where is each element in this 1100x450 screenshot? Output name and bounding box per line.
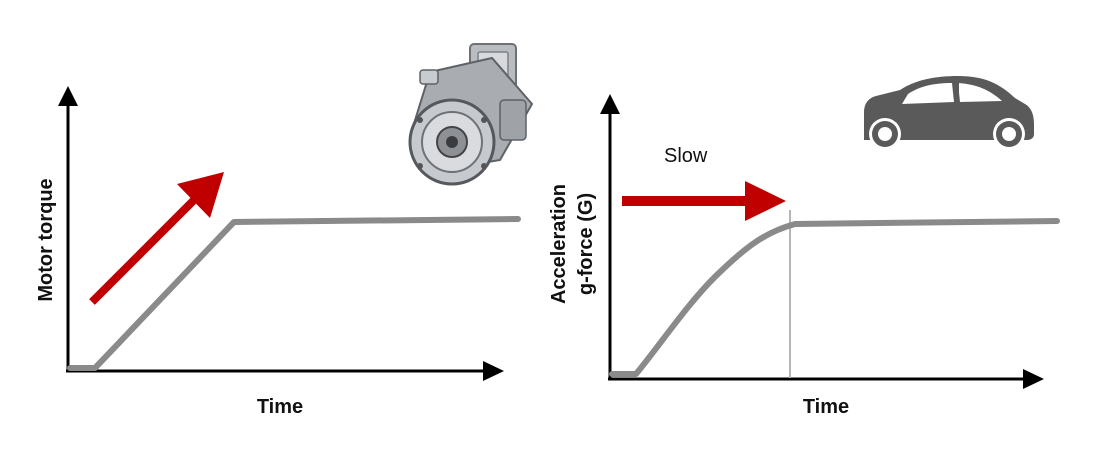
right-chart: Slow Acceleration g-force (G) Time [548, 94, 1060, 418]
motor-torque-curve [67, 216, 521, 371]
slow-annotation: Slow [664, 145, 708, 167]
left-chart: Motor torque Time [35, 86, 521, 418]
right-x-axis-label: Time [803, 396, 849, 418]
right-y-axis-arrowhead [600, 94, 620, 114]
right-y-axis-label-line2: g-force (G) [575, 193, 597, 295]
torque-increase-arrowhead [177, 172, 224, 218]
left-x-axis-arrowhead [483, 361, 504, 381]
car-icon [864, 76, 1034, 150]
left-y-axis-label: Motor torque [35, 178, 57, 301]
torque-increase-arrow-shaft [89, 195, 199, 305]
right-x-axis-arrowhead [1023, 369, 1044, 389]
right-y-axis-label-line1: Acceleration [548, 184, 570, 304]
left-y-axis-arrowhead [58, 86, 78, 106]
slow-response-arrowhead [745, 181, 786, 221]
acceleration-curve [609, 218, 1060, 377]
left-x-axis-label: Time [257, 396, 303, 418]
electric-motor-illustration [408, 43, 534, 186]
